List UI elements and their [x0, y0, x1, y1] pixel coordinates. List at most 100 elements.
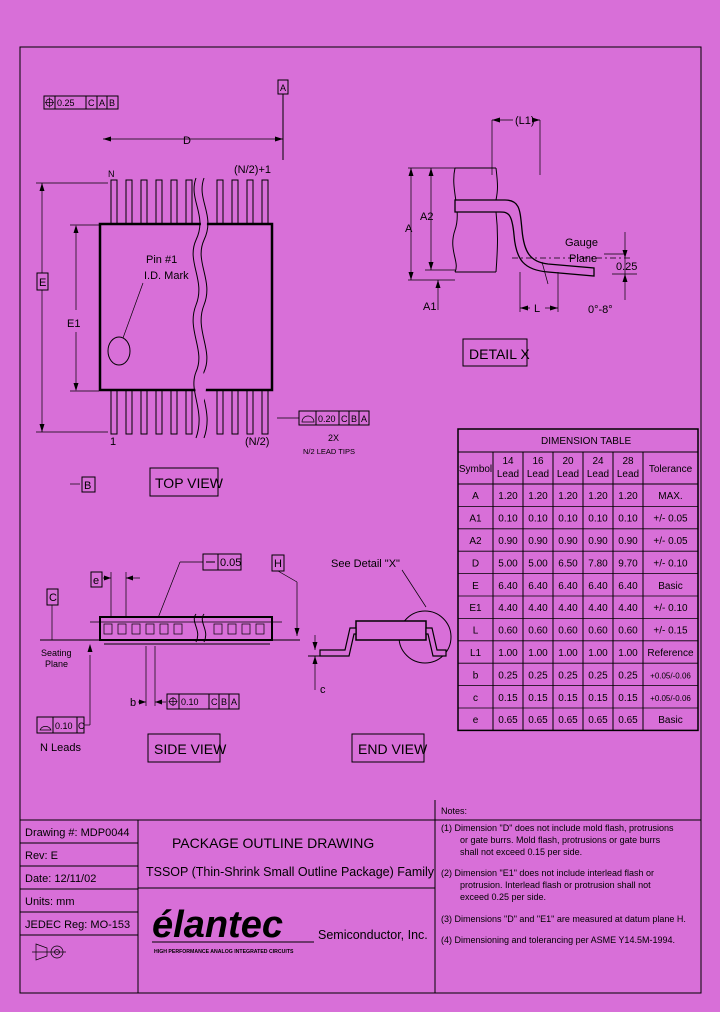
note-line-3: shall not exceed 0.15 per side. — [460, 847, 582, 857]
table-cell: 9.70 — [618, 558, 638, 569]
table-cell: 6.40 — [618, 581, 638, 592]
table-cell: 0.15 — [498, 693, 518, 704]
dimension-table-frame — [457, 428, 699, 732]
note-line-8: (4) Dimensioning and tolerancing per ASM… — [441, 935, 675, 945]
sheet-border — [19, 46, 702, 994]
dim-d-label: D — [183, 135, 191, 147]
table-header-cell: Lead — [587, 469, 609, 480]
note-line-6: exceed 0.25 per side. — [460, 892, 546, 902]
table-cell: 1.20 — [498, 491, 518, 502]
bottom-leads — [110, 387, 269, 435]
table-cell: 0.65 — [528, 715, 548, 726]
third-angle-projection-icon — [32, 943, 66, 961]
table-cell: 0.25 — [558, 670, 578, 681]
company-tagline: HIGH PERFORMANCE ANALOG INTEGRATED CIRCU… — [154, 949, 294, 955]
dimension-table: DIMENSION TABLE Symbol14Lead16Lead20Lead… — [457, 428, 699, 732]
table-cell: 0.10 — [528, 514, 548, 525]
drawing-number: Drawing #: MDP0044 — [25, 827, 130, 839]
table-cell: 0.25 — [528, 670, 548, 681]
datum-c-label: C — [49, 592, 57, 604]
pin1-mark-icon — [107, 336, 131, 366]
table-cell: MAX. — [658, 491, 682, 502]
lead-tip-ref-a: A — [361, 414, 367, 424]
table-cell: 1.00 — [588, 648, 608, 659]
notes-heading: Notes: — [441, 806, 467, 816]
table-cell: 6.40 — [498, 581, 518, 592]
label-n: N — [108, 169, 115, 179]
b-position-ref-a: A — [231, 697, 237, 707]
table-cell: 0.25 — [618, 670, 638, 681]
table-cell: +0.05/-0.06 — [650, 671, 691, 680]
note-line-2: or gate burrs. Mold flash, protrusions o… — [460, 835, 661, 845]
table-header-cell: 16 — [532, 456, 544, 467]
table-cell: +/- 0.05 — [653, 536, 688, 547]
jedec-reg: JEDEC Reg: MO-153 — [25, 919, 130, 931]
table-cell: 1.20 — [528, 491, 548, 502]
b-position-ref-c: C — [211, 697, 218, 707]
table-cell: 0.90 — [558, 536, 578, 547]
table-cell: b — [473, 670, 479, 681]
table-cell: 0.25 — [498, 670, 518, 681]
table-header-cell: Tolerance — [649, 464, 693, 475]
table-cell: D — [472, 558, 479, 569]
label-1: 1 — [110, 436, 116, 448]
table-header-cell: Symbol — [459, 464, 492, 475]
note-line-7: (3) Dimensions "D" and "E1" are measured… — [441, 914, 686, 924]
table-header-cell: 20 — [562, 456, 574, 467]
table-cell: 0.90 — [528, 536, 548, 547]
table-cell: 6.40 — [528, 581, 548, 592]
table-cell: 0.15 — [588, 693, 608, 704]
table-cell: A — [472, 491, 479, 502]
table-cell: 0.65 — [618, 715, 638, 726]
table-cell: 1.00 — [498, 648, 518, 659]
dimension-table-title: DIMENSION TABLE — [541, 436, 632, 447]
b-position-value: 0.10 — [181, 697, 199, 707]
dim-e1-label: E1 — [67, 318, 80, 330]
detail-body — [452, 167, 458, 273]
drawing-date: Date: 12/11/02 — [25, 873, 96, 885]
detail-lead — [454, 199, 595, 277]
top-view-title-box — [149, 467, 219, 497]
lead-tip-note-count: N/2 LEAD TIPS — [303, 447, 355, 456]
datum-a-label: A — [280, 83, 286, 93]
side-view-title-box — [147, 733, 221, 763]
table-cell: +/- 0.10 — [653, 603, 688, 614]
table-header-cell: 28 — [622, 456, 634, 467]
dim-a2-label: A2 — [420, 211, 433, 223]
end-body — [355, 620, 427, 641]
table-cell: +/- 0.10 — [653, 558, 688, 569]
table-cell: 5.00 — [498, 558, 518, 569]
table-cell: 0.60 — [588, 626, 608, 637]
flatness-value: 0.05 — [220, 557, 241, 569]
table-cell: 0.65 — [558, 715, 578, 726]
top-leads — [110, 179, 269, 227]
coplanarity-icon — [39, 726, 52, 731]
elantec-logo: élantec — [152, 904, 283, 946]
table-cell: L — [473, 626, 479, 637]
units: Units: mm — [25, 896, 75, 908]
note-line-1: (1) Dimension "D" does not include mold … — [441, 823, 674, 833]
lead-tip-note-2x: 2X — [328, 433, 339, 443]
lead-tip-ref-c: C — [341, 414, 348, 424]
table-cell: 4.40 — [558, 603, 578, 614]
note-line-5: protrusion. Interlead flash or protrusio… — [460, 880, 651, 890]
lead-tip-value: 0.20 — [318, 414, 336, 424]
pin1-label-line1: Pin #1 — [146, 254, 177, 266]
table-cell: 0.60 — [558, 626, 578, 637]
table-cell: 7.80 — [588, 558, 608, 569]
angle-label: 0°-8° — [588, 304, 613, 316]
table-cell: 0.60 — [528, 626, 548, 637]
table-cell: 0.10 — [558, 514, 578, 525]
table-cell: A2 — [469, 536, 482, 547]
see-detail-label: See Detail "X" — [331, 558, 400, 570]
drawing-subheading: TSSOP (Thin-Shrink Small Outline Package… — [146, 865, 435, 879]
pin1-label-line2: I.D. Mark — [144, 270, 189, 282]
gauge-label-line1: Gauge — [565, 237, 598, 249]
end-lead-left — [319, 627, 357, 657]
table-cell: c — [473, 693, 478, 704]
table-cell: e — [473, 715, 479, 726]
n-leads-label: N Leads — [40, 742, 81, 754]
end-view-title-box — [351, 733, 425, 763]
drawing-heading: PACKAGE OUTLINE DRAWING — [172, 835, 374, 851]
